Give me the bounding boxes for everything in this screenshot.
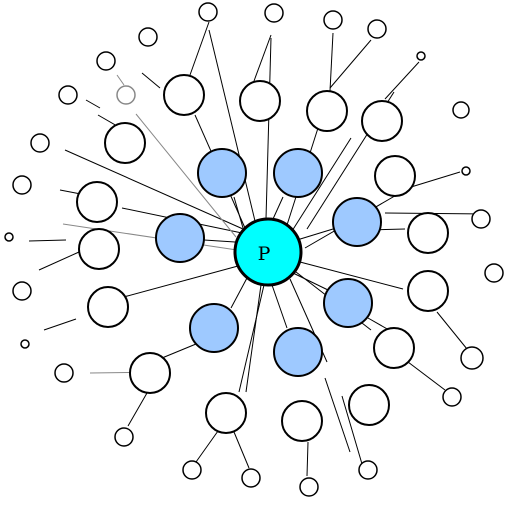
edge-14 (119, 265, 239, 299)
edge-45 (141, 72, 161, 89)
outer-node-19 (129, 352, 171, 394)
outer-node-46 (241, 468, 261, 488)
edge-33 (384, 212, 489, 215)
inner-node-2 (332, 197, 382, 247)
edge-41 (43, 318, 77, 331)
edge-6 (271, 284, 288, 329)
edge-31 (329, 39, 372, 89)
edge-43 (28, 239, 67, 242)
outer-node-12 (374, 155, 416, 197)
edge-10 (265, 37, 272, 220)
edge-38 (233, 431, 250, 469)
outer-node-13 (76, 181, 118, 223)
outer-node-16 (407, 270, 449, 312)
edge-5 (230, 277, 248, 309)
inner-node-4 (323, 278, 373, 328)
inner-node-3 (155, 213, 205, 263)
outer-node-21 (205, 392, 247, 434)
outer-node-20 (348, 384, 390, 426)
hub-label: P (258, 243, 271, 265)
outer-node-9 (306, 90, 348, 132)
edge-16 (245, 284, 262, 393)
edge-15 (238, 284, 265, 393)
outer-node-48 (358, 460, 378, 480)
edge-7 (64, 149, 244, 230)
edge-25 (161, 343, 197, 359)
outer-node-22 (281, 400, 323, 442)
outer-node-30 (58, 85, 78, 105)
outer-node-42 (54, 363, 74, 383)
edge-42 (38, 251, 80, 271)
outer-node-14 (407, 212, 449, 254)
edge-44 (85, 99, 101, 109)
outer-node-8 (239, 80, 281, 122)
edge-2 (296, 228, 334, 241)
inner-node-6 (273, 327, 323, 377)
outer-node-23 (198, 2, 218, 22)
outer-node-44 (114, 427, 134, 447)
outer-node-43 (442, 387, 462, 407)
outer-node-31 (452, 101, 470, 119)
outer-node-28 (96, 51, 116, 71)
inner-node-5 (189, 303, 239, 353)
edge-36 (341, 395, 363, 465)
outer-node-39 (12, 281, 32, 301)
outer-node-26 (367, 19, 387, 39)
edge-23 (291, 137, 352, 232)
edge-1 (272, 196, 284, 220)
edge-29 (384, 61, 420, 100)
outer-node-32 (416, 51, 426, 61)
outer-node-11 (104, 122, 146, 164)
edge-19 (62, 223, 238, 251)
edge-30 (189, 21, 210, 76)
outer-node-35 (12, 175, 32, 195)
outer-node-25 (323, 10, 343, 30)
outer-node-18 (373, 327, 415, 369)
outer-node-7 (163, 74, 205, 116)
outer-node-17 (87, 286, 129, 328)
edge-46 (116, 74, 125, 86)
edge-34 (436, 311, 468, 350)
outer-node-15 (78, 228, 120, 270)
outer-node-40 (20, 339, 30, 349)
outer-node-36 (471, 209, 491, 229)
outer-node-10 (361, 100, 403, 142)
outer-node-24 (264, 3, 284, 23)
outer-node-37 (4, 232, 14, 242)
edge-20 (135, 113, 237, 238)
edge-39 (195, 430, 219, 463)
inner-node-0 (197, 148, 247, 198)
edge-49 (324, 377, 351, 453)
outer-node-29 (116, 85, 136, 105)
outer-node-38 (484, 263, 504, 283)
edge-27 (253, 34, 272, 82)
outer-node-34 (461, 166, 471, 176)
edge-35 (407, 361, 446, 391)
edge-26 (367, 317, 390, 331)
edge-28 (329, 32, 334, 92)
edge-40 (127, 392, 148, 427)
nodes (4, 2, 504, 497)
edge-9 (208, 29, 256, 222)
inner-node-1 (273, 148, 323, 198)
outer-node-45 (182, 460, 202, 480)
outer-node-41 (460, 346, 484, 370)
edge-37 (306, 441, 309, 477)
hub-node (233, 217, 303, 287)
hub: P (233, 217, 303, 287)
outer-node-27 (138, 27, 158, 47)
edge-3 (203, 239, 236, 243)
edge-13 (299, 261, 404, 290)
outer-node-33 (30, 133, 50, 153)
outer-node-47 (299, 477, 319, 497)
edge-4 (292, 272, 329, 291)
